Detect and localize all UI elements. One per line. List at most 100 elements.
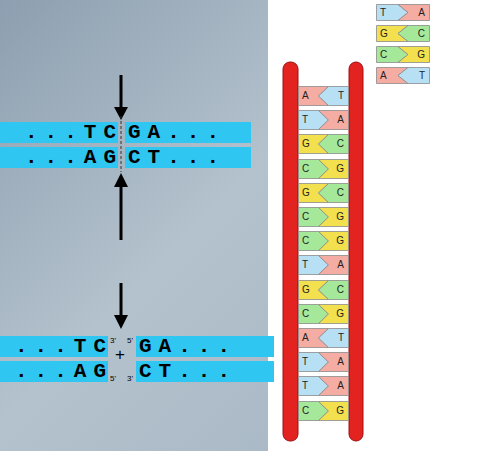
base-shape <box>398 68 430 84</box>
base-pair: GC <box>298 183 349 203</box>
base-shape <box>398 26 430 42</box>
strand-end-label: 3' <box>127 375 133 383</box>
base-shape <box>319 401 349 420</box>
base-letter: A <box>337 110 344 130</box>
base-shape <box>319 353 349 372</box>
base-letter: A <box>418 4 425 21</box>
base-shape <box>319 159 349 178</box>
dna-backbone <box>283 62 298 441</box>
base-shape <box>319 256 349 275</box>
base-shape <box>319 304 349 323</box>
strand-end-label: 3' <box>110 337 116 345</box>
base-pair: CG <box>298 207 349 227</box>
base-letter: G <box>302 280 310 300</box>
dna-strand-band: ...AG <box>0 361 108 382</box>
base-pair: TA <box>298 255 349 275</box>
base-pair: AT <box>298 328 349 348</box>
dna-strand-band: CT... <box>125 147 251 168</box>
arrow-shaft <box>120 283 123 318</box>
sequence-text: GA... <box>136 336 274 357</box>
base-letter: C <box>418 25 425 42</box>
base-letter: C <box>302 304 309 324</box>
base-letter: A <box>302 328 309 348</box>
base-shape <box>319 232 349 251</box>
base-letter: G <box>336 304 344 324</box>
base-letter: C <box>337 280 344 300</box>
base-letter: C <box>337 183 344 203</box>
sequence-text: ...TC <box>0 336 113 357</box>
base-shape <box>398 47 430 63</box>
sequence-text: CT... <box>125 147 251 168</box>
base-letter: T <box>419 67 425 84</box>
base-letter: T <box>302 255 308 275</box>
base-shape <box>319 329 349 348</box>
arrow-shaft <box>120 75 123 110</box>
sequence-text: ...TC <box>0 122 123 143</box>
base-pair: GC <box>376 25 430 42</box>
base-letter: C <box>302 231 309 251</box>
dna-strand-band: ...TC <box>0 336 108 357</box>
base-letter: C <box>302 207 309 227</box>
base-pair: AT <box>298 86 349 106</box>
base-pair: GC <box>298 134 349 154</box>
base-shape <box>319 135 349 154</box>
base-pair: CG <box>298 304 349 324</box>
arrow-head <box>114 315 128 329</box>
base-shape <box>319 280 349 299</box>
base-letter: G <box>417 46 425 63</box>
base-letter: G <box>380 25 388 42</box>
strand-end-label: 5' <box>110 375 116 383</box>
dna-strand-band: ...TC <box>0 122 118 143</box>
base-pair: TA <box>298 352 349 372</box>
dna-strand-band: ...AG <box>0 147 118 168</box>
base-letter: A <box>337 255 344 275</box>
base-pair: TA <box>298 376 349 396</box>
sequence-text: ...AG <box>0 147 123 168</box>
base-letter: A <box>337 352 344 372</box>
base-letter: T <box>338 86 344 106</box>
base-letter: A <box>380 67 387 84</box>
base-letter: G <box>336 159 344 179</box>
base-shape <box>319 111 349 130</box>
base-pair: CG <box>298 159 349 179</box>
base-letter: C <box>380 46 387 63</box>
base-letter: C <box>302 159 309 179</box>
base-shape <box>319 377 349 396</box>
base-letter: A <box>302 86 309 106</box>
base-letter: G <box>336 207 344 227</box>
dna-backbone <box>349 62 363 441</box>
base-letter: T <box>380 4 386 21</box>
plus-sign: + <box>115 346 125 363</box>
base-pair: TA <box>376 4 430 21</box>
base-letter: T <box>338 328 344 348</box>
base-letter: G <box>302 183 310 203</box>
sequence-text: GA... <box>125 122 251 143</box>
base-shape <box>319 183 349 202</box>
base-letter: G <box>336 231 344 251</box>
base-pair: GC <box>298 280 349 300</box>
base-shape <box>398 5 430 21</box>
sequence-text: CT... <box>136 361 274 382</box>
base-pair: AT <box>376 67 430 84</box>
base-pair: CG <box>376 46 430 63</box>
base-shape <box>319 208 349 227</box>
base-shape <box>319 87 349 106</box>
base-letter: A <box>337 376 344 396</box>
dna-strand-band: CT... <box>136 361 274 382</box>
arrow-shaft <box>120 185 123 240</box>
base-letter: C <box>302 401 309 421</box>
dna-strand-band: GA... <box>125 122 251 143</box>
base-pair: TA <box>298 110 349 130</box>
dna-strand-band: GA... <box>136 336 274 357</box>
arrow-head <box>114 173 128 187</box>
base-letter: C <box>337 134 344 154</box>
base-letter: T <box>302 376 308 396</box>
base-letter: T <box>302 352 308 372</box>
base-pair: CG <box>298 231 349 251</box>
base-letter: G <box>302 134 310 154</box>
base-letter: G <box>336 401 344 421</box>
strand-end-label: 5' <box>127 337 133 345</box>
base-pair: CG <box>298 401 349 421</box>
sequence-text: ...AG <box>0 361 113 382</box>
